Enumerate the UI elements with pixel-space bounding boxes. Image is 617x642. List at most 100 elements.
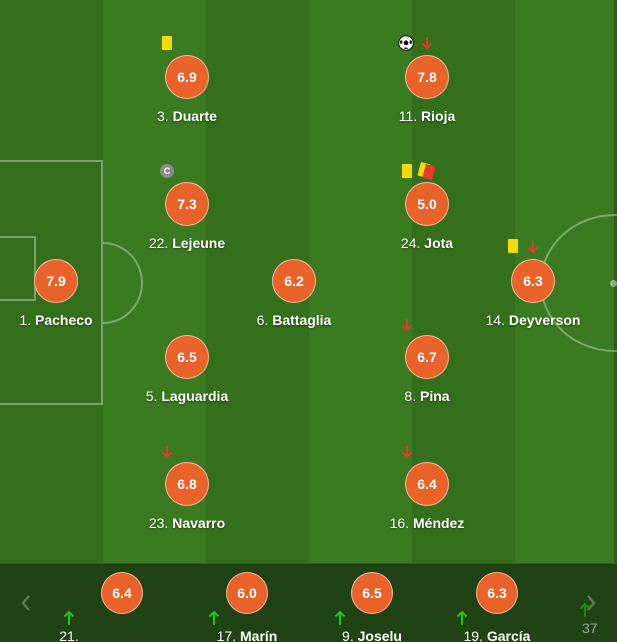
player-number: 24. bbox=[400, 235, 421, 251]
rating-badge: 6.3 bbox=[511, 259, 555, 303]
yellow-card-icon bbox=[162, 36, 172, 50]
player-name: Battaglia bbox=[272, 312, 332, 328]
player-number: 6. bbox=[256, 312, 269, 328]
substitute-player[interactable]: 6.5 9. Joselu bbox=[317, 572, 427, 642]
arrow-up-icon bbox=[579, 602, 591, 617]
arrow-down-icon bbox=[527, 241, 539, 254]
player-number: 16. bbox=[389, 515, 410, 531]
player-number: 3. bbox=[157, 108, 169, 124]
rating-badge: 6.0 bbox=[226, 572, 268, 614]
player-number: 23. bbox=[148, 515, 169, 531]
player-label: 23. Navarro bbox=[107, 515, 267, 531]
rating-badge: 5.0 bbox=[405, 182, 449, 226]
arrow-down-icon bbox=[161, 446, 173, 459]
player-navarro[interactable]: 6.8 23. Navarro bbox=[107, 462, 267, 531]
player-battaglia[interactable]: 6.2 6. Battaglia bbox=[214, 259, 374, 328]
chevron-left-icon[interactable] bbox=[18, 592, 34, 614]
player-name: Jota bbox=[424, 235, 454, 251]
player-pina[interactable]: 6.7 8. Pina bbox=[347, 335, 507, 404]
player-deyverson[interactable]: 6.3 14. Deyverson bbox=[453, 259, 613, 328]
player-number: 8. bbox=[404, 388, 417, 404]
substitute-player[interactable]: 6.0 17. Marín bbox=[192, 572, 302, 642]
player-number: 22. bbox=[148, 235, 169, 251]
player-name: Pacheco bbox=[34, 312, 93, 328]
substitute-player[interactable]: 6.3 19. García bbox=[442, 572, 552, 642]
player-label: 22. Lejeune bbox=[107, 235, 267, 251]
player-name: Lejeune bbox=[172, 235, 226, 251]
player-mendez[interactable]: 6.4 16. Méndez bbox=[347, 462, 507, 531]
player-pacheco[interactable]: 7.9 1. Pacheco bbox=[0, 259, 136, 328]
pitch-stripe bbox=[309, 0, 412, 563]
player-duarte[interactable]: 6.9 3. Duarte bbox=[107, 55, 267, 124]
rating-badge: 6.4 bbox=[405, 462, 449, 506]
player-jota[interactable]: 5.0 24. Jota bbox=[347, 182, 507, 251]
player-name: Navarro bbox=[172, 515, 226, 531]
football-icon bbox=[398, 35, 414, 51]
player-label: 9. Joselu bbox=[317, 628, 427, 642]
pitch: 6.9 3. Duarte 7.8 11. Rioja 7.3 22. Leje… bbox=[0, 0, 617, 563]
rating-badge: 6.5 bbox=[351, 572, 393, 614]
player-label: 5. Laguardia bbox=[107, 388, 267, 404]
player-name: García bbox=[486, 628, 531, 642]
player-number: 17. bbox=[216, 628, 237, 642]
arrow-down-icon bbox=[421, 37, 433, 50]
rating-badge: 6.2 bbox=[272, 259, 316, 303]
player-label: 17. Marín bbox=[192, 628, 302, 642]
player-number: 19. bbox=[463, 628, 483, 642]
player-name: Duarte bbox=[172, 108, 217, 124]
player-label: 8. Pina bbox=[347, 388, 507, 404]
substitutes-bar: 6.4 21. 6.0 17. Marín 6.5 9. Joselu 6.3 … bbox=[0, 563, 617, 642]
player-number: 14. bbox=[485, 312, 505, 328]
yellow-card-icon bbox=[402, 164, 412, 178]
player-number: 37 bbox=[582, 620, 598, 636]
player-number: 11. bbox=[398, 108, 418, 124]
arrow-up-icon bbox=[456, 610, 468, 625]
arrow-up-icon bbox=[334, 610, 346, 625]
rating-badge: 6.9 bbox=[165, 55, 209, 99]
player-rioja[interactable]: 7.8 11. Rioja bbox=[347, 55, 507, 124]
rating-badge: 6.5 bbox=[165, 335, 209, 379]
player-name: Pina bbox=[420, 388, 450, 404]
penalty-arc-clip bbox=[103, 242, 143, 324]
player-label: 16. Méndez bbox=[347, 515, 507, 531]
rating-badge: 6.8 bbox=[165, 462, 209, 506]
player-label: 24. Jota bbox=[347, 235, 507, 251]
substitute-player[interactable]: 6.4 21. bbox=[59, 572, 177, 642]
player-label: 21. bbox=[14, 628, 124, 642]
rating-badge: 6.3 bbox=[476, 572, 518, 614]
arrow-down-icon bbox=[401, 446, 413, 459]
penalty-area bbox=[0, 160, 103, 405]
rating-badge: 7.3 bbox=[165, 182, 209, 226]
player-number: 5. bbox=[145, 388, 158, 404]
chevron-right-icon[interactable] bbox=[583, 592, 599, 614]
arrow-down-icon bbox=[401, 319, 413, 332]
player-number: 21. bbox=[59, 628, 79, 642]
player-name: Deyverson bbox=[508, 312, 581, 328]
player-name: Méndez bbox=[413, 515, 465, 531]
rating-badge: 6.7 bbox=[405, 335, 449, 379]
rating-badge: 7.9 bbox=[34, 259, 78, 303]
rating-badge: 7.8 bbox=[405, 55, 449, 99]
player-label: 1. Pacheco bbox=[0, 312, 136, 328]
player-number: 9. bbox=[342, 628, 354, 642]
player-lejeune[interactable]: 7.3 22. Lejeune bbox=[107, 182, 267, 251]
centre-spot bbox=[610, 280, 617, 287]
player-name: Laguardia bbox=[161, 388, 229, 404]
player-number: 1. bbox=[19, 312, 32, 328]
captain-badge-icon: C bbox=[160, 164, 174, 178]
substitute-player-partial[interactable]: 37 bbox=[578, 600, 604, 642]
player-name: Marín bbox=[240, 628, 278, 642]
yellow-card-icon bbox=[508, 239, 518, 253]
player-label: 19. García bbox=[442, 628, 552, 642]
arrow-up-icon bbox=[63, 610, 75, 625]
player-laguardia[interactable]: 6.5 5. Laguardia bbox=[107, 335, 267, 404]
player-name: Rioja bbox=[421, 108, 456, 124]
arrow-up-icon bbox=[208, 610, 220, 625]
rating-badge: 6.4 bbox=[101, 572, 143, 614]
player-name: Joselu bbox=[357, 628, 402, 642]
player-label: 3. Duarte bbox=[107, 108, 267, 124]
player-label: 11. Rioja bbox=[347, 108, 507, 124]
player-label: 14. Deyverson bbox=[453, 312, 613, 328]
goal-area bbox=[0, 236, 36, 301]
player-label: 6. Battaglia bbox=[214, 312, 374, 328]
